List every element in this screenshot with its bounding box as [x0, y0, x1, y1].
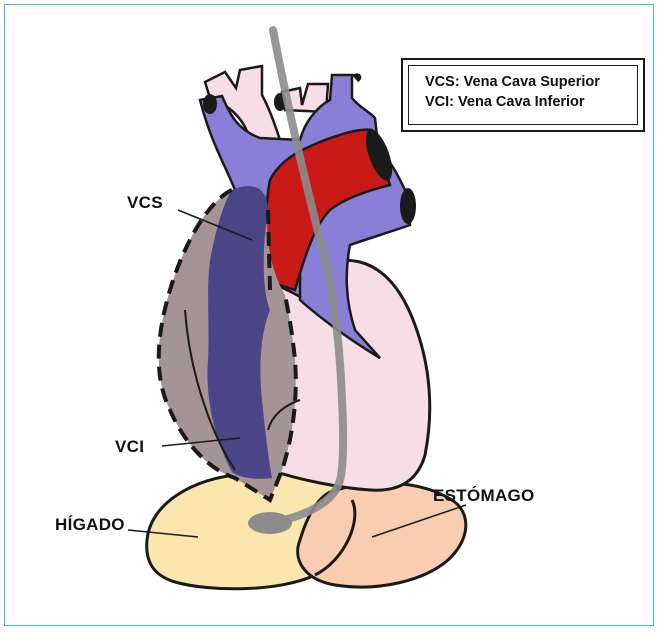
legend-line-vcs: VCS: Vena Cava Superior	[425, 72, 637, 92]
legend-inner-box: VCS: Vena Cava Superior VCI: Vena Cava I…	[408, 65, 638, 125]
catheter-tip	[248, 512, 292, 534]
label-vcs: VCS	[127, 193, 163, 213]
label-vci: VCI	[115, 437, 144, 457]
vena-cava-channel	[207, 186, 272, 479]
label-higado: HÍGADO	[55, 515, 125, 535]
legend-line-vci: VCI: Vena Cava Inferior	[425, 92, 637, 112]
legend-box: VCS: Vena Cava Superior VCI: Vena Cava I…	[401, 58, 645, 132]
label-estomago: ESTÓMAGO	[433, 486, 535, 506]
